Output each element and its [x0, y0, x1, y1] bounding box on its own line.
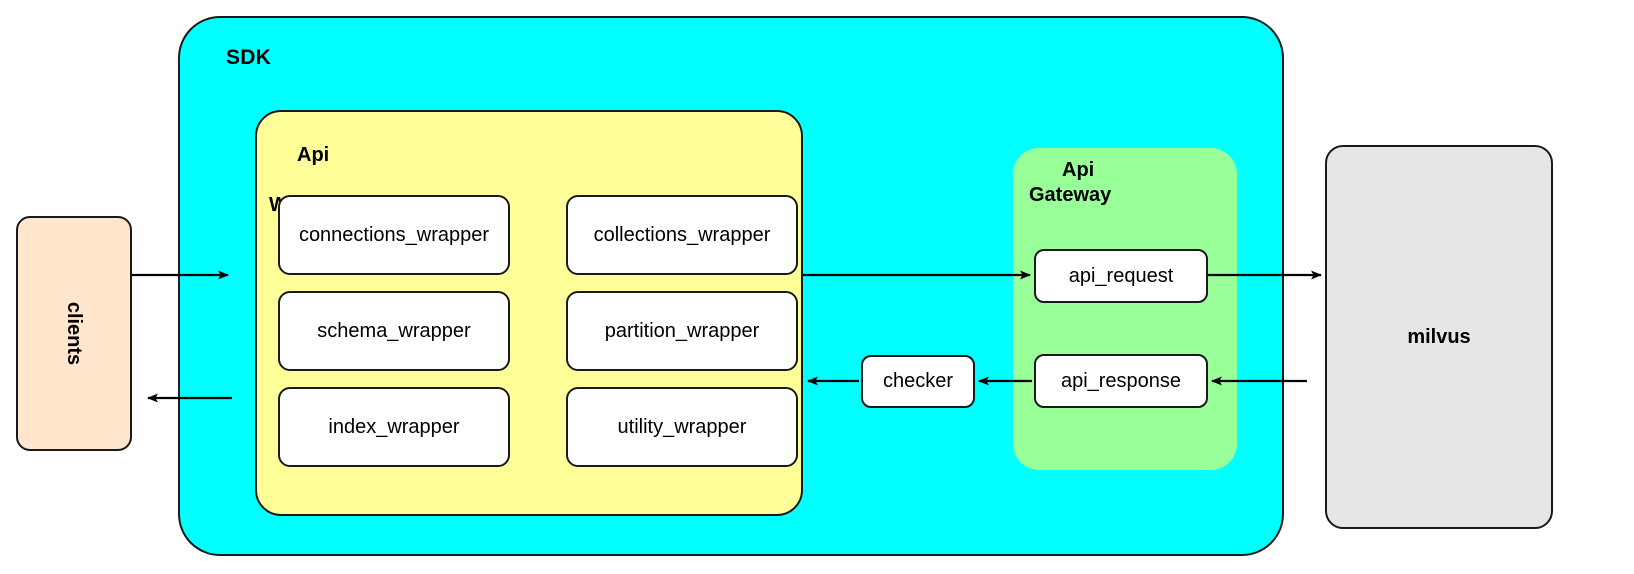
index-wrapper-box[interactable]: index_wrapper	[278, 387, 510, 467]
collections-wrapper-box[interactable]: collections_wrapper	[566, 195, 798, 275]
api-gateway-label-line2: Gateway	[1029, 184, 1112, 206]
clients-box[interactable]: clients	[16, 216, 132, 451]
connections-wrapper-box[interactable]: connections_wrapper	[278, 195, 510, 275]
utility-wrapper-label: utility_wrapper	[617, 415, 747, 438]
partition-wrapper-box[interactable]: partition_wrapper	[566, 291, 798, 371]
api-wrapper-label-line1: Api	[297, 144, 330, 166]
api-response-box[interactable]: api_response	[1034, 354, 1208, 408]
schema-wrapper-box[interactable]: schema_wrapper	[278, 291, 510, 371]
connections-wrapper-label: connections_wrapper	[298, 223, 490, 246]
api-request-box[interactable]: api_request	[1034, 249, 1208, 303]
milvus-box[interactable]: milvus	[1325, 145, 1553, 529]
api-gateway-label-line1: Api	[1062, 159, 1095, 181]
index-wrapper-label: index_wrapper	[328, 415, 460, 438]
api-gateway-container: Api Gateway	[1013, 148, 1237, 470]
api-response-label: api_response	[1060, 369, 1182, 392]
utility-wrapper-box[interactable]: utility_wrapper	[566, 387, 798, 467]
api-request-label: api_request	[1068, 264, 1174, 287]
checker-label: checker	[882, 370, 954, 392]
milvus-label: milvus	[1407, 325, 1471, 348]
sdk-label: SDK	[226, 46, 271, 69]
collections-wrapper-label: collections_wrapper	[593, 223, 771, 246]
api-gateway-label: Api Gateway	[1023, 158, 1229, 208]
clients-label: clients	[63, 301, 86, 366]
partition-wrapper-label: partition_wrapper	[604, 319, 760, 342]
checker-box[interactable]: checker	[861, 355, 975, 408]
schema-wrapper-label: schema_wrapper	[317, 319, 471, 342]
